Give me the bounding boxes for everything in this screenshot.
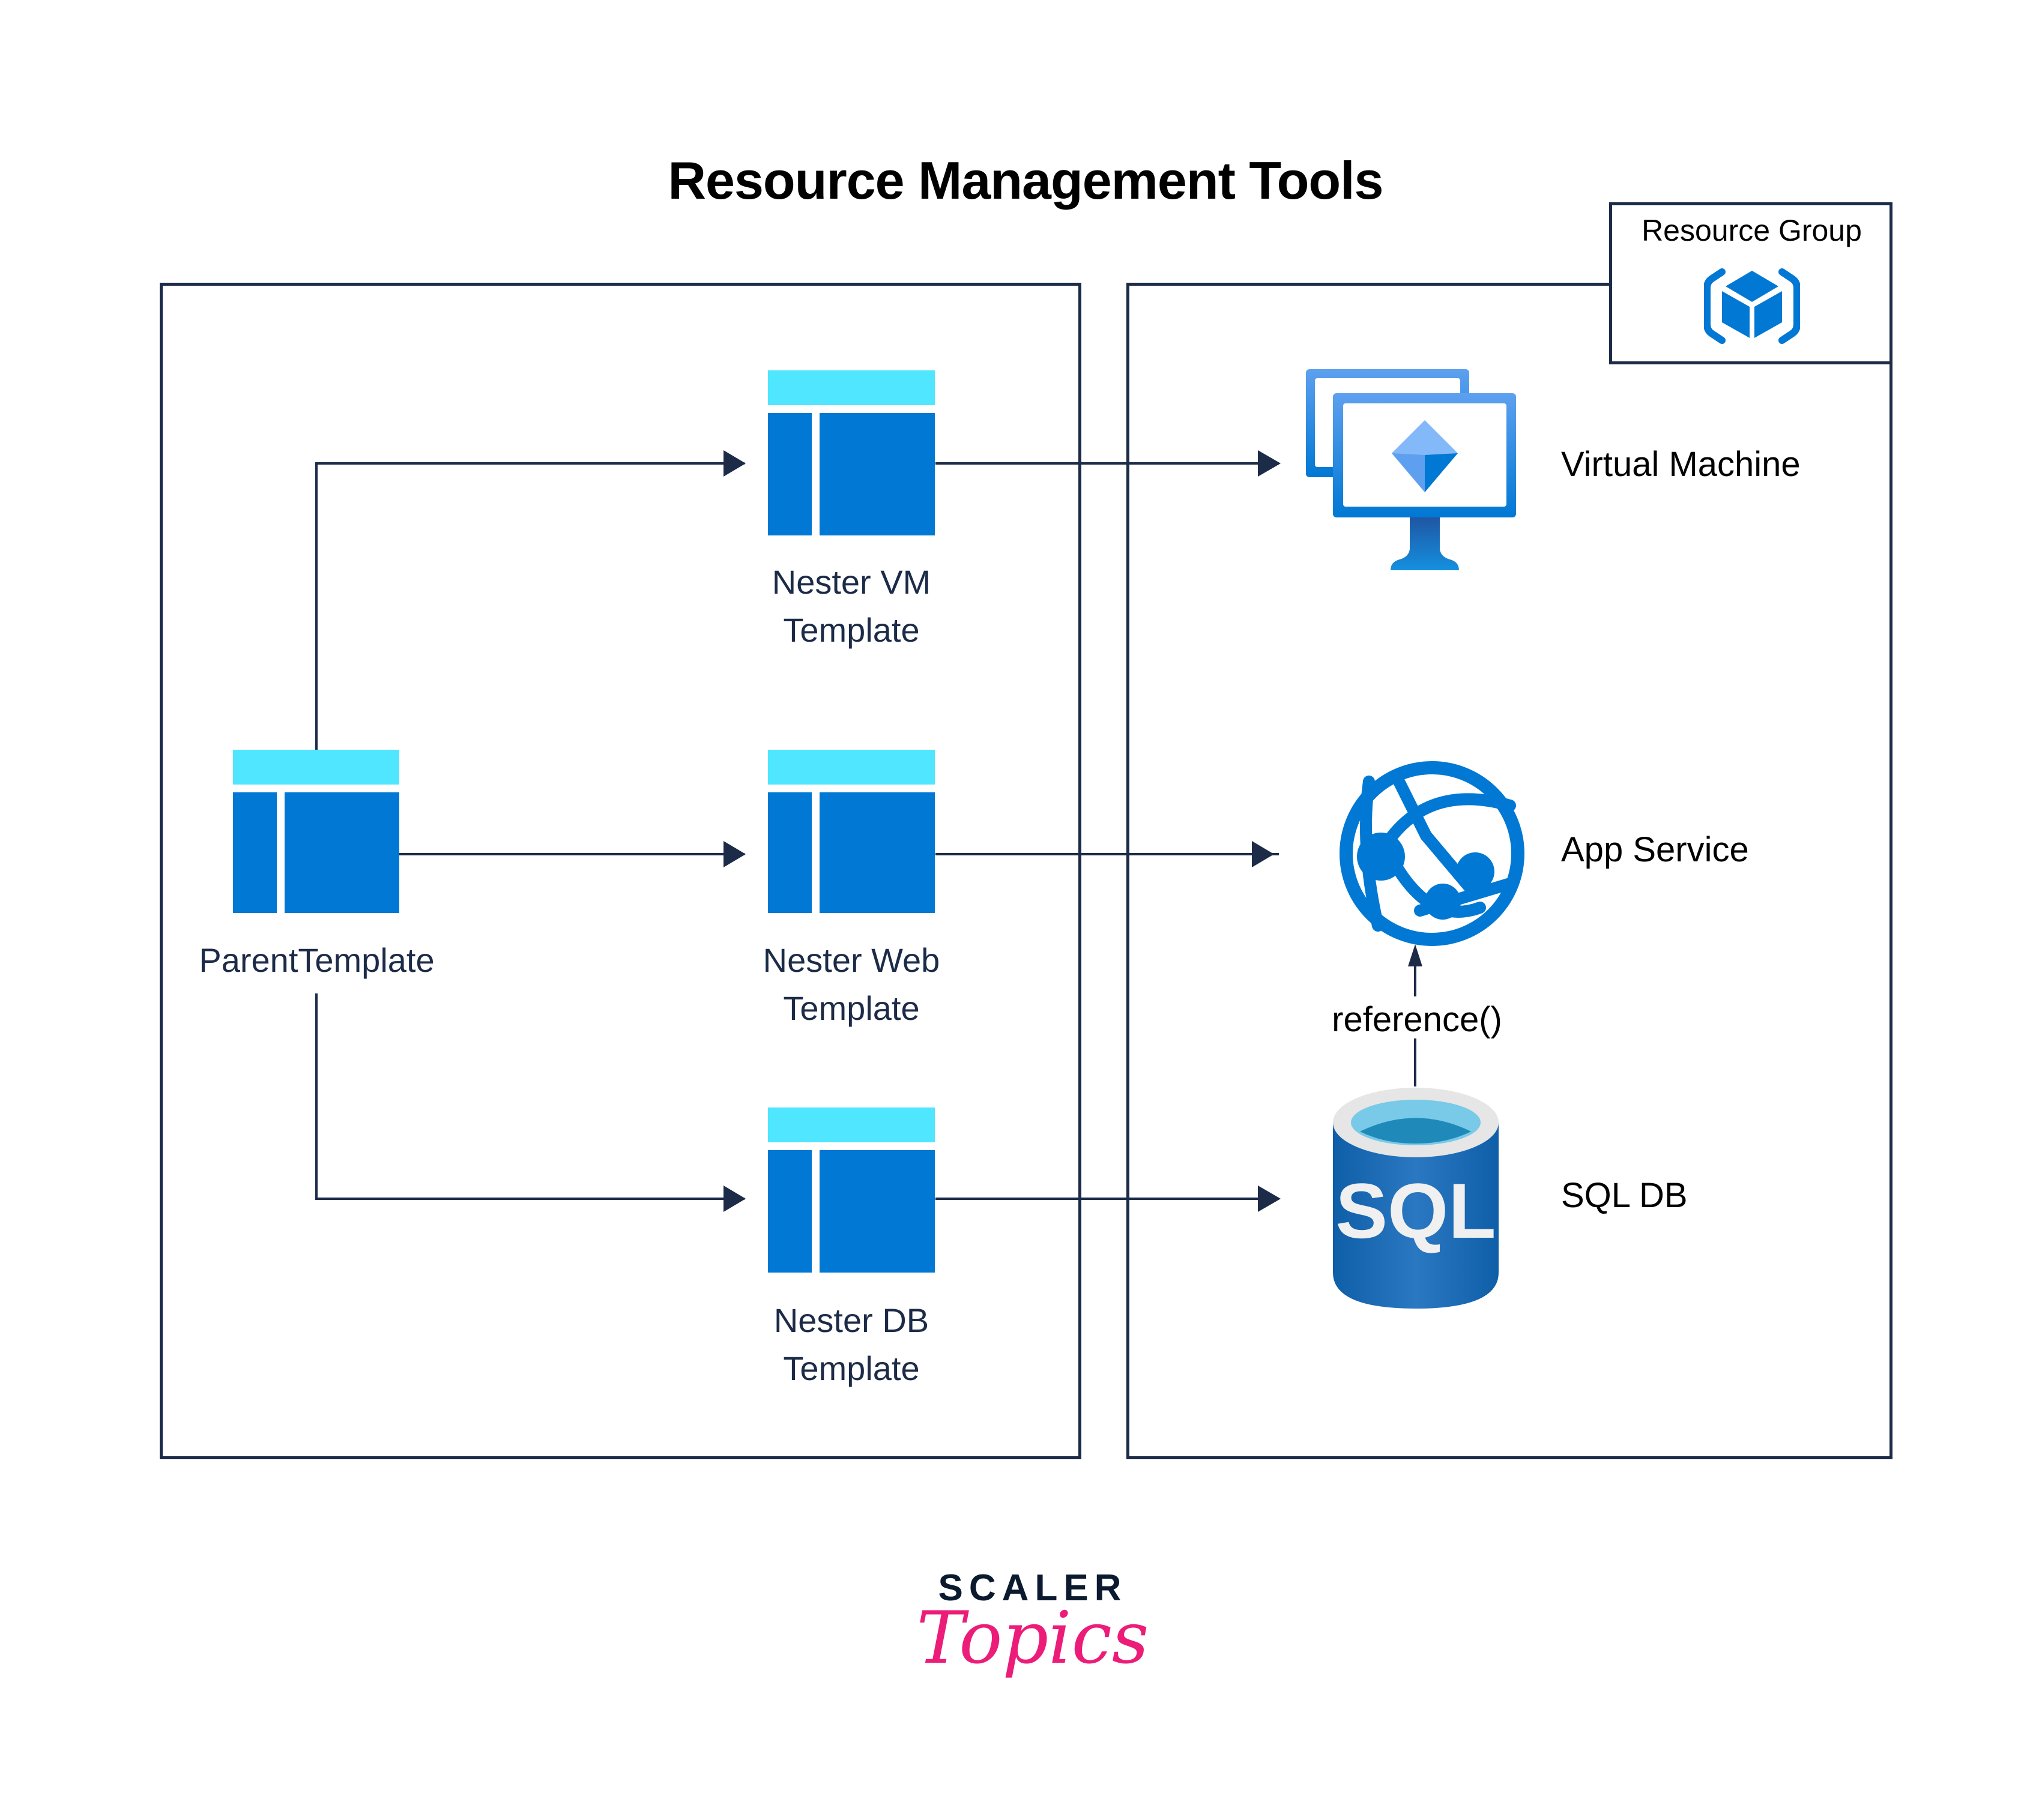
label-line: Nester VM <box>772 563 931 601</box>
app-service-icon <box>1340 761 1524 946</box>
parent-template-icon <box>233 750 399 913</box>
nester-web-template-icon <box>768 750 935 913</box>
arrowhead-parent-to-db <box>723 1186 746 1212</box>
sql-database-icon: SQL <box>1333 1088 1499 1309</box>
app-service-label: App Service <box>1561 830 1749 869</box>
template-header <box>768 750 935 785</box>
template-sidebar <box>768 413 812 535</box>
arrowhead-parent-to-web <box>723 841 746 867</box>
sql-icon-text: SQL <box>1335 1167 1496 1255</box>
template-body <box>820 1150 935 1273</box>
arrowhead-webtemplate-to-app <box>1252 841 1274 867</box>
template-body <box>820 413 935 535</box>
arrowhead-sql-to-app <box>1408 944 1422 966</box>
sql-db-label: SQL DB <box>1561 1176 1688 1215</box>
nester-db-template-label: Nester DB Template <box>701 1297 1001 1393</box>
template-header <box>768 1107 935 1142</box>
arrowhead-vmtemplate-to-vm <box>1258 450 1281 477</box>
resource-group-label: Resource Group <box>1642 214 1862 247</box>
reference-label: reference() <box>1332 1000 1502 1039</box>
template-header <box>768 370 935 405</box>
virtual-machine-label: Virtual Machine <box>1561 445 1801 484</box>
nester-vm-template-icon <box>768 370 935 535</box>
template-header <box>233 750 399 785</box>
scaler-logo-text: SCALER <box>938 1567 1128 1609</box>
edge-parent-to-vm <box>315 462 745 753</box>
template-body <box>820 792 935 913</box>
diagram-title: Resource Management Tools <box>668 151 1384 210</box>
topics-logo-text: Topics <box>916 1597 1149 1680</box>
label-line: Nester Web <box>763 941 940 979</box>
arrowhead-dbtemplate-to-sql <box>1258 1186 1281 1212</box>
template-sidebar <box>233 792 277 913</box>
label-line: Nester DB <box>773 1301 929 1339</box>
label-line: Template <box>783 611 920 649</box>
nester-vm-template-label: Nester VM Template <box>701 558 1001 654</box>
edge-parent-to-db <box>315 993 745 1200</box>
nester-db-template-icon <box>768 1107 935 1273</box>
nester-web-template-label: Nester Web Template <box>701 936 1001 1032</box>
virtual-machine-icon <box>1306 369 1516 570</box>
resource-group-panel <box>1126 283 1892 1459</box>
templates-panel <box>160 283 1081 1459</box>
label-line: Template <box>783 989 920 1027</box>
parent-template-label: ParentTemplate <box>199 941 435 979</box>
resource-group-icon <box>1704 268 1800 344</box>
template-body <box>285 792 399 913</box>
arrowhead-parent-to-vm <box>723 450 746 477</box>
label-line: Template <box>783 1349 920 1387</box>
template-sidebar <box>768 1150 812 1273</box>
template-sidebar <box>768 792 812 913</box>
